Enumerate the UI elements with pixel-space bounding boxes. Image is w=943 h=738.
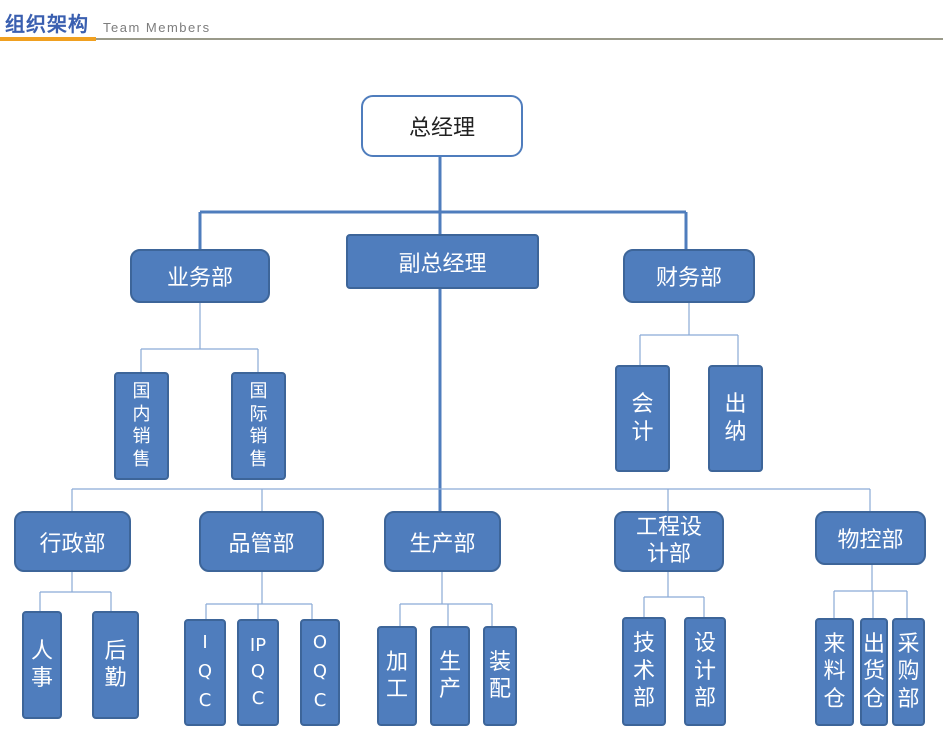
node-incoming-warehouse: 来料仓: [815, 618, 854, 726]
node-label: 设计部: [693, 631, 716, 712]
node-finance-dept: 财务部: [623, 249, 755, 303]
page-title: 组织架构: [5, 12, 89, 36]
node-label: 财务部: [655, 266, 722, 291]
node-label: 国际销售: [249, 381, 268, 470]
node-label: 物控部: [837, 528, 904, 553]
node-manufacture: 生产: [430, 626, 470, 726]
node-hr: 人事: [22, 611, 62, 719]
node-label: 出纳: [724, 392, 747, 445]
node-label: IQC: [197, 632, 213, 711]
node-cashier: 出纳: [708, 365, 763, 472]
node-iqc: IQC: [184, 619, 226, 726]
node-deputy-gm: 副总经理: [346, 234, 539, 289]
node-general-manager: 总经理: [361, 95, 523, 157]
node-accounting: 会计: [615, 365, 670, 472]
node-sales-dept: 业务部: [130, 249, 270, 303]
node-label: 国内销售: [132, 381, 151, 470]
node-label: OQC: [312, 632, 328, 711]
node-label: 来料仓: [823, 631, 846, 712]
node-design: 设计部: [684, 617, 726, 726]
node-label: 业务部: [166, 266, 233, 291]
node-label: 品管部: [228, 531, 295, 557]
node-intl-sales: 国际销售: [231, 372, 286, 480]
node-label: 采购部: [897, 631, 920, 712]
node-production-dept: 生产部: [384, 511, 501, 572]
node-label: 生产: [438, 649, 461, 703]
node-logistics-dept: 物控部: [815, 511, 926, 565]
node-label: 人事: [30, 638, 53, 692]
header-divider: [0, 38, 943, 40]
node-engineering-dept: 工程设计部: [614, 511, 724, 572]
node-domestic-sales: 国内销售: [114, 372, 169, 480]
node-label: 生产部: [409, 531, 476, 557]
node-oqc: OQC: [300, 619, 340, 726]
node-tech: 技术部: [622, 617, 666, 726]
node-label: 行政部: [39, 531, 106, 557]
node-purchasing: 采购部: [892, 618, 925, 726]
node-label: 副总经理: [398, 251, 487, 277]
node-processing: 加工: [377, 626, 417, 726]
node-assembly: 装配: [483, 626, 517, 726]
node-label: 技术部: [632, 631, 655, 712]
node-label: 后勤: [104, 638, 127, 692]
node-ipqc: IPQC: [237, 619, 279, 726]
node-admin-dept: 行政部: [14, 511, 131, 572]
node-label: 工程设计部: [635, 515, 702, 567]
page-subtitle: Team Members: [103, 20, 211, 35]
node-label: 加工: [385, 649, 408, 703]
node-label: 出货仓: [862, 631, 885, 712]
node-outgoing-warehouse: 出货仓: [860, 618, 888, 726]
node-label: IPQC: [249, 635, 267, 709]
header-accent-bar: [0, 37, 96, 41]
node-label: 总经理: [408, 116, 475, 141]
node-label: 会计: [631, 392, 654, 445]
node-label: 装配: [488, 649, 511, 703]
node-qc-dept: 品管部: [199, 511, 324, 572]
node-support: 后勤: [92, 611, 139, 719]
page-header: 组织架构 Team Members: [0, 0, 943, 44]
